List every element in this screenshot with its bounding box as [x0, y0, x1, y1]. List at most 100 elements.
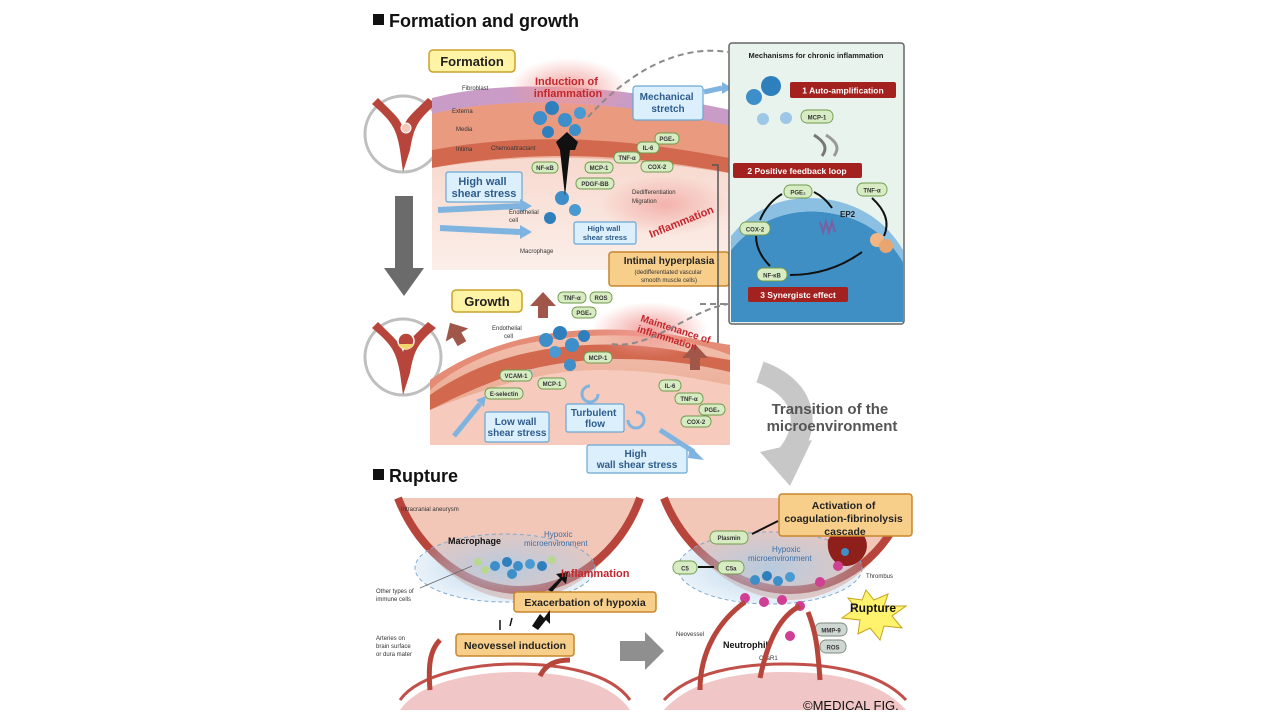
growth-endothelial-line: Endothelial [492, 326, 522, 332]
intimal-hyperplasia-sub: (dedifferentiated vascular smooth muscle… [635, 270, 704, 284]
layer-label-externa: Externa [452, 109, 473, 115]
exacerbation-box [513, 591, 657, 613]
layer-label-media: Media [456, 127, 473, 133]
stretch-line: stretch [651, 104, 684, 115]
hypoxic-left-label: Hypoxic microenvironment [524, 530, 588, 548]
activation-box [778, 493, 913, 537]
transition-line: Transition of the [772, 401, 889, 418]
pill-cox2-label: COX-2 [648, 165, 667, 171]
growth-pill-tnfa-label: TNF-α [563, 296, 581, 302]
mmp9-label: MMP-9 [821, 629, 841, 635]
low-shear-line: shear stress [488, 428, 547, 439]
growth-pill-mcp1-label: MCP-1 [589, 356, 608, 362]
c5a-pill [717, 560, 745, 575]
activation-line: cascade [824, 526, 866, 538]
ih-sub-line: (dedifferentiated vascular [635, 270, 702, 276]
neovessel-induction-label: Neovessel induction [464, 640, 566, 652]
mechanical-stretch-label: Mechanical stretch [640, 92, 697, 115]
step2-bar [733, 163, 862, 178]
rupture-burst-label: Rupture [850, 601, 896, 615]
section-title-rupture: Rupture [389, 466, 458, 486]
pill-pdgfbb [575, 177, 615, 190]
growth-pill-vcam1-label: VCAM-1 [504, 374, 528, 380]
mech-cox2-label: COX-2 [746, 228, 765, 234]
pill-mcp1-label: MCP-1 [590, 166, 609, 172]
growth-macrophage-cluster [523, 326, 590, 379]
mech-cells-step1 [746, 76, 792, 125]
high-wall-shear-small-label: High wall shear stress [583, 224, 627, 242]
mechanical-stretch-box [632, 85, 704, 121]
mech-ep2-label: EP2 [840, 210, 856, 219]
rupture-right-cells [740, 548, 849, 641]
pill-pge2 [654, 132, 680, 145]
other-cells-line: Other types of [376, 589, 414, 595]
neovessel-label: Neovessel [676, 632, 704, 638]
induction-line: Induction of [535, 76, 598, 88]
arteries-line: brain surface [376, 644, 411, 650]
stretch-line: Mechanical [640, 92, 694, 103]
thrombus-label: Thrombus [866, 574, 893, 580]
ros-pill [819, 639, 847, 654]
growth-pill-eselectin-label: E-selectin [490, 392, 519, 398]
intracranial-aneurysm-label: Intracranial aneurysm [401, 507, 459, 513]
growth-pill-pge2-right-label: PGE₂ [704, 408, 720, 414]
mech-pge2-pill [783, 184, 813, 199]
growth-pill-il6-label: IL-6 [665, 384, 676, 390]
growth-high-shear-box [586, 444, 688, 474]
c5ar1-label: C5aR1 [759, 656, 778, 662]
ros-label: ROS [826, 646, 839, 652]
growth-pill-ros-label: ROS [594, 296, 607, 302]
growth-label-box [451, 289, 523, 313]
hypoxic-left-line: Hypoxic [544, 530, 572, 539]
turbulent-flow-box [565, 403, 625, 433]
mech-nfkb-pill [756, 267, 788, 282]
growth-pill-eselectin [484, 387, 524, 400]
layer-label-intima: Intima [456, 147, 473, 153]
pill-pdgfbb-label: PDGF-BB [581, 182, 609, 188]
growth-pill-pge2-label: PGE₂ [576, 311, 592, 317]
intimal-hyperplasia-title: Intimal hyperplasia [624, 256, 715, 267]
high-wall-shear-box [445, 171, 523, 203]
arteries-line: Arteries on [376, 636, 405, 642]
formation-label-box [428, 49, 516, 73]
exacerbation-label: Exacerbation of hypoxia [524, 597, 646, 609]
mech-mcp1-pill [800, 109, 834, 124]
pill-nfkb-label: NF-κB [536, 166, 554, 172]
endothelial-line: cell [509, 218, 518, 224]
low-wall-shear-box [484, 411, 550, 443]
growth-pill-cox2-right-label: COX-2 [687, 420, 706, 426]
step1-label: 1 Auto-amplification [802, 86, 883, 96]
induction-of-inflammation: Induction of inflammation [534, 76, 603, 100]
mechanisms-title: Mechanisms for chronic inflammation [748, 51, 883, 60]
step3-bar [748, 287, 848, 302]
growth-pill-vcam1 [499, 369, 533, 382]
hypoxic-left-line: microenvironment [524, 539, 588, 548]
chemoattractant-label: Chemoattractant [491, 146, 536, 152]
mech-nfkb-label: NF-κB [763, 274, 781, 280]
dedifferentiation-label: Dedifferentiation [632, 190, 676, 196]
mech-mcp1-label: MCP-1 [808, 116, 827, 122]
mech-cox2-pill [739, 221, 771, 236]
macrophage-label: Macrophage [520, 249, 554, 255]
pill-cox2 [640, 160, 674, 173]
turbulent-line: Turbulent [571, 408, 617, 419]
transition-line: microenvironment [767, 418, 898, 435]
growth-pill-mcp1-left-label: MCP-1 [543, 382, 562, 388]
arteries-line: or dura mater [376, 652, 412, 658]
growth-pill-tnfa-right-label: TNF-α [680, 397, 698, 403]
shear-small-line: High wall [587, 224, 620, 233]
growth-panel: Growth Maintenance of inflammation Endot… [363, 289, 730, 474]
pill-tnfa [613, 151, 641, 164]
growth-high-shear-line: wall shear stress [596, 460, 678, 471]
shear-line: shear stress [452, 188, 517, 200]
c5-pill [672, 560, 698, 575]
progression-arrow [384, 196, 424, 296]
step2-label: 2 Positive feedback loop [747, 166, 846, 176]
mechanisms-panel: Mechanisms for chronic inflammation 1 Au… [728, 42, 905, 325]
growth-pill-tnfa-right [674, 392, 704, 405]
rupture-left-panel: Intracranial aneurysm Macrophage Hypoxic… [376, 496, 657, 710]
section-marker [373, 14, 384, 25]
pill-pge2-label: PGE₂ [659, 137, 675, 143]
activation-line: coagulation-fibrinolysis [784, 513, 903, 525]
